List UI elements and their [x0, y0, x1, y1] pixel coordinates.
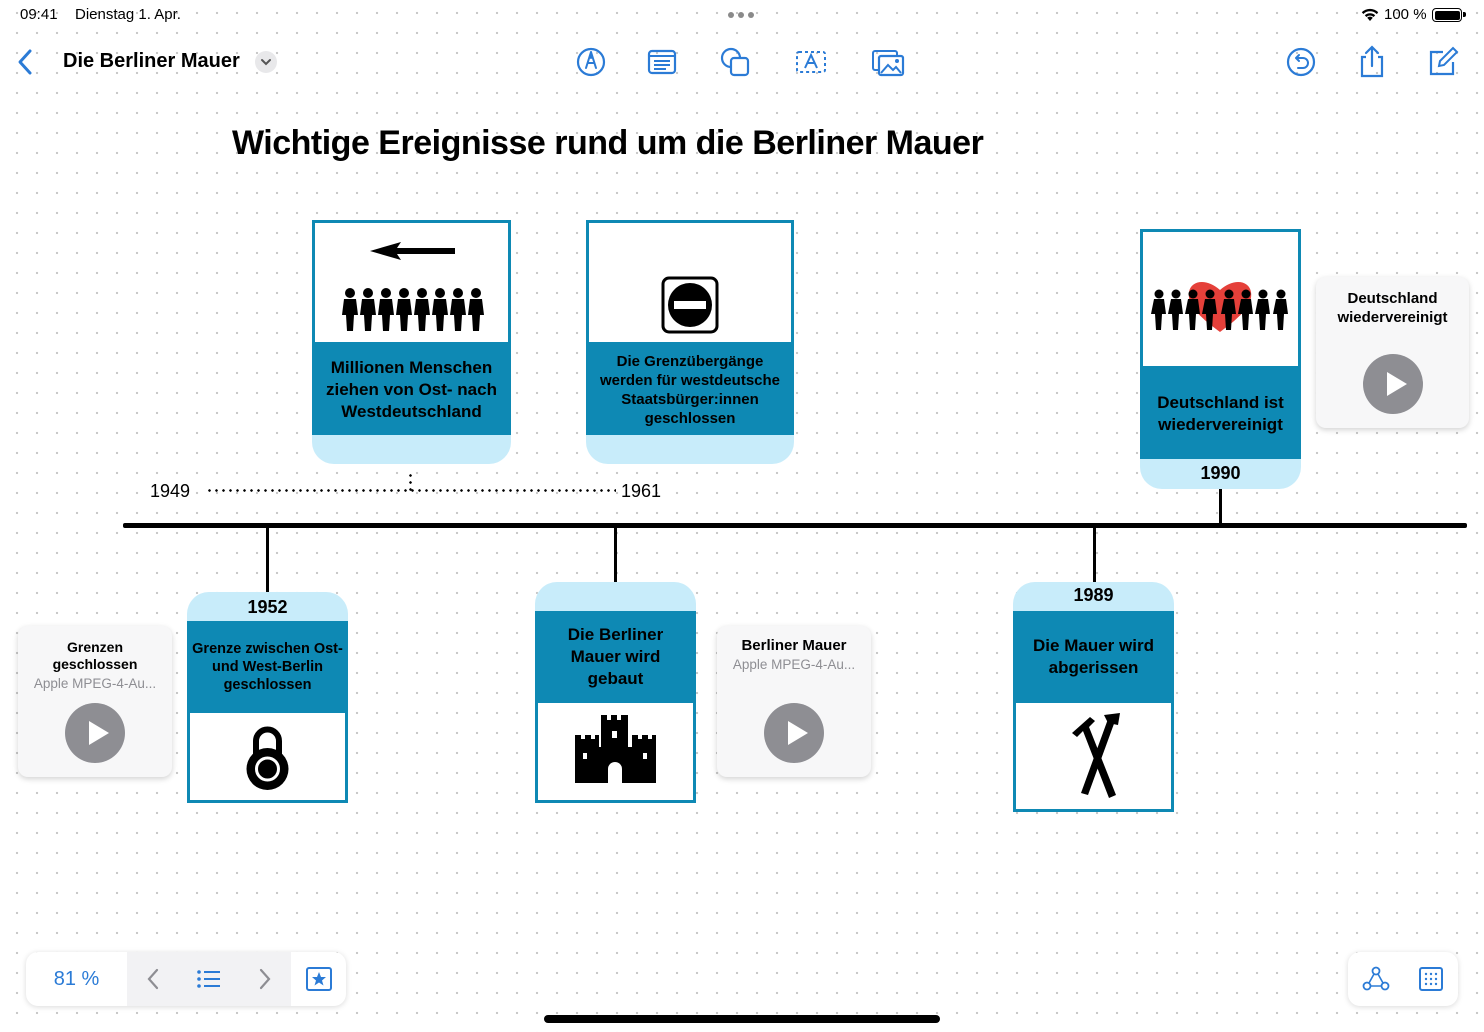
list-icon — [197, 970, 220, 988]
timeline-tick-1952 — [266, 527, 269, 593]
status-time: 09:41 — [20, 6, 58, 23]
media-title: Deutschland wiedervereinigt — [1337, 290, 1448, 326]
title-menu-button[interactable] — [255, 51, 277, 73]
wifi-icon — [1361, 8, 1379, 21]
grid-icon — [1418, 967, 1443, 991]
media-insert-icon[interactable] — [870, 44, 906, 80]
new-board-icon[interactable] — [1425, 44, 1461, 80]
chevron-down-icon — [261, 59, 271, 66]
share-icon[interactable] — [1354, 44, 1390, 80]
status-bar: 09:41 Dienstag 1. Apr. 100 % — [0, 0, 1484, 30]
board-title[interactable]: Wichtige Ereignisse rund um die Berliner… — [232, 124, 984, 162]
timeline-tick-1961 — [614, 527, 617, 583]
previous-scene-button[interactable] — [127, 952, 181, 1006]
card-text: Millionen Menschen ziehen von Ost- nach … — [312, 345, 511, 435]
card-year: 1952 — [247, 597, 288, 617]
battery-icon — [1432, 8, 1466, 22]
diagram-nodes-icon — [1362, 966, 1389, 991]
home-indicator[interactable] — [544, 1015, 940, 1023]
event-card-wall-built[interactable]: Die Berliner Mauer wird gebaut — [535, 582, 696, 803]
media-tile-reunified[interactable]: Deutschland wiedervereinigt — [1316, 277, 1469, 428]
play-button[interactable] — [1363, 354, 1423, 414]
chevron-left-icon — [147, 968, 159, 990]
label-1949: 1949 — [150, 481, 191, 501]
event-card-migration[interactable]: Millionen Menschen ziehen von Ost- nach … — [312, 220, 511, 464]
people-arrow-icon — [342, 242, 484, 331]
hammer-icon — [1072, 713, 1120, 798]
scene-list-button[interactable] — [182, 952, 236, 1006]
card-text: Die Berliner Mauer wird gebaut — [535, 611, 696, 703]
chevron-right-icon — [259, 968, 271, 990]
document-title[interactable]: Die Berliner Mauer — [63, 50, 240, 72]
card-year: 1990 — [1200, 463, 1241, 483]
add-scene-button[interactable] — [292, 952, 346, 1006]
timeline-tick-1990 — [1219, 487, 1222, 525]
timeline-axis — [123, 523, 1467, 528]
media-title: Berliner Mauer — [741, 637, 847, 654]
grid-toggle-button[interactable] — [1403, 952, 1458, 1006]
event-card-1990[interactable]: 1990 Deutschland ist wiedervereinigt — [1140, 229, 1301, 489]
status-date: Dienstag 1. Apr. — [75, 6, 181, 23]
zoom-navigation-bar: 81 % — [26, 952, 346, 1006]
pen-tool-icon[interactable] — [573, 44, 609, 80]
lock-icon — [246, 726, 289, 790]
play-button[interactable] — [764, 703, 824, 763]
play-button[interactable] — [65, 703, 125, 763]
media-tile-berlin-wall[interactable]: Berliner Mauer Apple MPEG-4-Au... — [717, 626, 871, 777]
card-text: Die Mauer wird abgerissen — [1013, 611, 1174, 703]
castle-icon — [575, 715, 656, 783]
event-card-crossings[interactable]: Die Grenzübergänge werden für westdeutsc… — [586, 220, 794, 464]
dotted-connector — [409, 472, 412, 492]
media-title: Grenzen geschlossen — [52, 639, 138, 672]
no-entry-icon — [661, 276, 719, 334]
text-box-icon[interactable] — [793, 44, 829, 80]
card-year: 1989 — [1073, 585, 1114, 605]
back-chevron-icon[interactable] — [14, 47, 38, 77]
card-text: Die Grenzübergänge werden für westdeutsc… — [586, 345, 794, 435]
event-card-1952[interactable]: 1952 Grenze zwischen Ost- und West-Berli… — [187, 592, 348, 803]
event-card-1989[interactable]: 1989 Die Mauer wird abgerissen — [1013, 582, 1174, 812]
media-subtitle: Apple MPEG-4-Au... — [732, 657, 856, 672]
view-options-bar — [1348, 952, 1458, 1006]
card-text: Deutschland ist wiedervereinigt — [1140, 369, 1301, 459]
undo-icon[interactable] — [1283, 44, 1319, 80]
media-subtitle: Apple MPEG-4-Au... — [33, 676, 157, 691]
multitasking-dots[interactable] — [728, 12, 754, 18]
label-1961: 1961 — [621, 481, 662, 501]
sticky-note-icon[interactable] — [644, 44, 680, 80]
card-text: Grenze zwischen Ost- und West-Berlin ges… — [187, 621, 348, 713]
next-scene-button[interactable] — [237, 952, 291, 1006]
shapes-icon[interactable] — [717, 44, 753, 80]
media-tile-borders-closed[interactable]: Grenzen geschlossen Apple MPEG-4-Au... — [18, 626, 172, 777]
battery-percent: 100 % — [1384, 6, 1427, 23]
timeline-tick-1989 — [1093, 527, 1096, 583]
star-box-icon — [306, 967, 332, 991]
connection-tool-button[interactable] — [1348, 952, 1403, 1006]
zoom-level-button[interactable]: 81 % — [53, 967, 100, 990]
people-heart-icon — [1151, 281, 1288, 332]
